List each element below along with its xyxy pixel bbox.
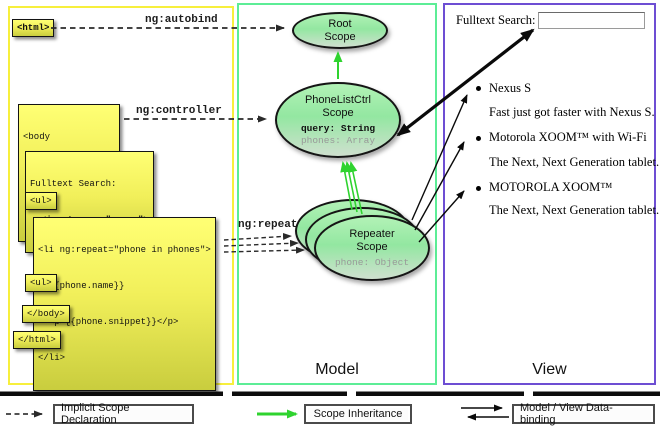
- code-box-html-close: </html>: [13, 331, 61, 349]
- legend-separator-segment: [533, 391, 660, 396]
- code-box-body-close: </body>: [22, 305, 70, 323]
- phonelist-scope-phones-prop: phones: Array: [300, 134, 376, 146]
- view-item-desc: The Next, Next Generation tablet.: [489, 203, 660, 217]
- code-box-ul-open: <ul>: [25, 192, 57, 210]
- code-box-html-open: <html>: [12, 19, 55, 37]
- bullet-icon: [476, 86, 481, 91]
- phonelist-scope-title-1: PhoneListCtrl: [304, 93, 372, 106]
- code-body-close-text: </body>: [27, 309, 65, 319]
- code-html-open-text: <html>: [17, 23, 50, 33]
- legend-implicit-scope-declaration: Implicit Scope Declaration: [53, 402, 194, 426]
- root-scope-title-2: Scope: [324, 30, 356, 43]
- legend-separator-segment: [356, 391, 524, 396]
- code-box-ul-close: <ul>: [25, 274, 57, 292]
- view-item-desc: Fast just got faster with Nexus S.: [489, 105, 655, 119]
- root-scope-title-1: Root: [328, 17, 352, 30]
- legend-separator-segment: [0, 391, 223, 396]
- legend-model-view-data-binding: Model / View Data-binding: [512, 402, 655, 426]
- view-item-title: MOTOROLA XOOM™: [489, 180, 613, 194]
- model-column-label: Model: [315, 361, 359, 378]
- repeater-scope-title-1: Repeater: [349, 227, 395, 240]
- code-html-close-text: </html>: [18, 335, 56, 345]
- phonelistctrl-scope-ellipse: PhoneListCtrl Scope query: String phones…: [275, 82, 401, 158]
- repeater-scope-phone-prop: phone: Object: [334, 256, 410, 268]
- bullet-icon: [476, 136, 481, 141]
- ng-repeat-label: ng:repeat: [238, 219, 298, 231]
- repeater-scope-ellipse-front: Repeater Scope phone: Object: [314, 215, 430, 281]
- code-li-line2: {{phone.name}}: [38, 281, 125, 291]
- view-item-title: Nexus S: [489, 81, 532, 95]
- legend-scope-inheritance: Scope Inheritance: [304, 404, 412, 424]
- view-item-title: Motorola XOOM™ with Wi-Fi: [489, 130, 647, 144]
- bullet-icon: [476, 186, 481, 191]
- phonelist-scope-title-2: Scope: [322, 106, 354, 119]
- ng-controller-label: ng:controller: [136, 105, 222, 117]
- code-li-line3: <p>{{phone.snippet}}</p>: [38, 317, 179, 327]
- code-ul-open-text: <ul>: [30, 196, 52, 206]
- code-li-line1: <li ng:repeat="phone in phones">: [38, 245, 211, 255]
- code-fulltext-label: Fulltext Search:: [30, 179, 117, 189]
- view-column-label: View: [532, 361, 567, 378]
- code-li-line4: </li>: [38, 353, 66, 363]
- view-item-desc: The Next, Next Generation tablet.: [489, 155, 660, 169]
- root-scope-ellipse: Root Scope: [292, 12, 388, 49]
- code-box-li-repeat: <li ng:repeat="phone in phones"> {{phone…: [33, 217, 216, 391]
- fulltext-search-input[interactable]: [538, 12, 645, 29]
- model-column-frame: [237, 3, 437, 385]
- code-ul-close-text: <ul>: [30, 278, 52, 288]
- ng-autobind-label: ng:autobind: [145, 14, 218, 26]
- repeater-scope-title-2: Scope: [356, 240, 388, 253]
- code-body-line1: <body: [23, 132, 51, 142]
- phonelist-scope-query-prop: query: String: [300, 122, 376, 134]
- legend-separator-segment: [232, 391, 347, 396]
- fulltext-search-label: Fulltext Search:: [456, 13, 536, 27]
